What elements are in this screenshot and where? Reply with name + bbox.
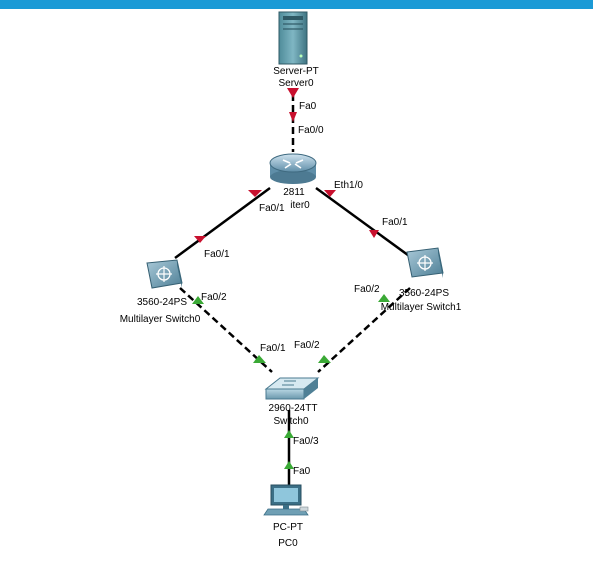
multilayer-switch-icon [406, 247, 444, 278]
link-router-mls1[interactable] [315, 186, 413, 260]
link-up-indicator[interactable] [253, 355, 266, 363]
device-router0[interactable]: 2811 iter0 [269, 153, 317, 211]
switch0-name-label: Switch0 [273, 416, 308, 427]
device-switch0[interactable]: 2960-24TT Switch0 [264, 377, 320, 427]
server-icon [278, 11, 308, 65]
device-pc0[interactable]: PC-PT PC0 [263, 484, 309, 549]
server-model-label: Server-PT [273, 66, 319, 77]
device-multilayer-switch1[interactable]: 3560-24PS Multilayer Switch1 [381, 247, 462, 313]
mls1-model-label: 3560-24PS [399, 288, 449, 299]
port-label: Fa0 [299, 101, 317, 112]
top-bar [0, 0, 593, 9]
multilayer-switch-icon [146, 259, 183, 289]
switch0-model-label: 2960-24TT [269, 403, 318, 414]
link-down-indicator [324, 190, 336, 197]
router-icon [269, 153, 317, 184]
device-server0[interactable]: Server-PT Server0 [273, 11, 319, 89]
server-name-label: Server0 [278, 78, 313, 89]
links-layer [174, 94, 413, 485]
port-label: Fa0/1 [259, 203, 285, 214]
link-up-indicator[interactable] [318, 355, 331, 363]
port-label: Fa0/2 [201, 292, 227, 303]
link-down-indicator [287, 88, 299, 98]
device-multilayer-switch0[interactable]: 3560-24PS Multilayer Switch0 [120, 259, 201, 325]
port-labels: Fa0 Fa0/0 Fa0/1 Fa0/1 Eth1/0 Fa0/1 Fa0/2… [201, 101, 408, 477]
switch-icon [264, 377, 320, 400]
link-mls1-switch0[interactable] [317, 287, 411, 373]
link-mls0-switch0[interactable] [179, 287, 273, 373]
port-label: Fa0/3 [293, 436, 319, 447]
router-model-label: 2811 [283, 187, 305, 198]
port-label: Fa0/1 [204, 249, 230, 260]
link-up-indicator[interactable] [284, 430, 294, 438]
link-up-indicator[interactable] [378, 294, 390, 302]
port-label: Fa0/1 [382, 217, 408, 228]
pc-model-label: PC-PT [273, 522, 303, 533]
pc-name-label: PC0 [278, 538, 298, 549]
port-label: Fa0/0 [298, 125, 324, 136]
link-up-indicator[interactable] [284, 461, 294, 469]
link-status-indicators [192, 88, 390, 469]
mls0-name-label: Multilayer Switch0 [120, 314, 201, 325]
link-down-indicator [289, 112, 297, 122]
port-label: Fa0/1 [260, 343, 286, 354]
mls1-name-label: Multilayer Switch1 [381, 302, 462, 313]
pc-icon [263, 484, 309, 516]
port-label: Fa0/2 [354, 284, 380, 295]
port-label: Fa0/2 [294, 340, 320, 351]
link-down-indicator [248, 190, 262, 197]
router-name-label: iter0 [290, 200, 310, 211]
port-label: Fa0 [293, 466, 311, 477]
link-down-indicator [194, 236, 206, 243]
mls0-model-label: 3560-24PS [137, 297, 187, 308]
link-up-indicator[interactable] [192, 296, 204, 304]
link-down-indicator [369, 230, 379, 238]
link-router-mls0[interactable] [174, 186, 271, 260]
port-label: Eth1/0 [334, 180, 363, 191]
